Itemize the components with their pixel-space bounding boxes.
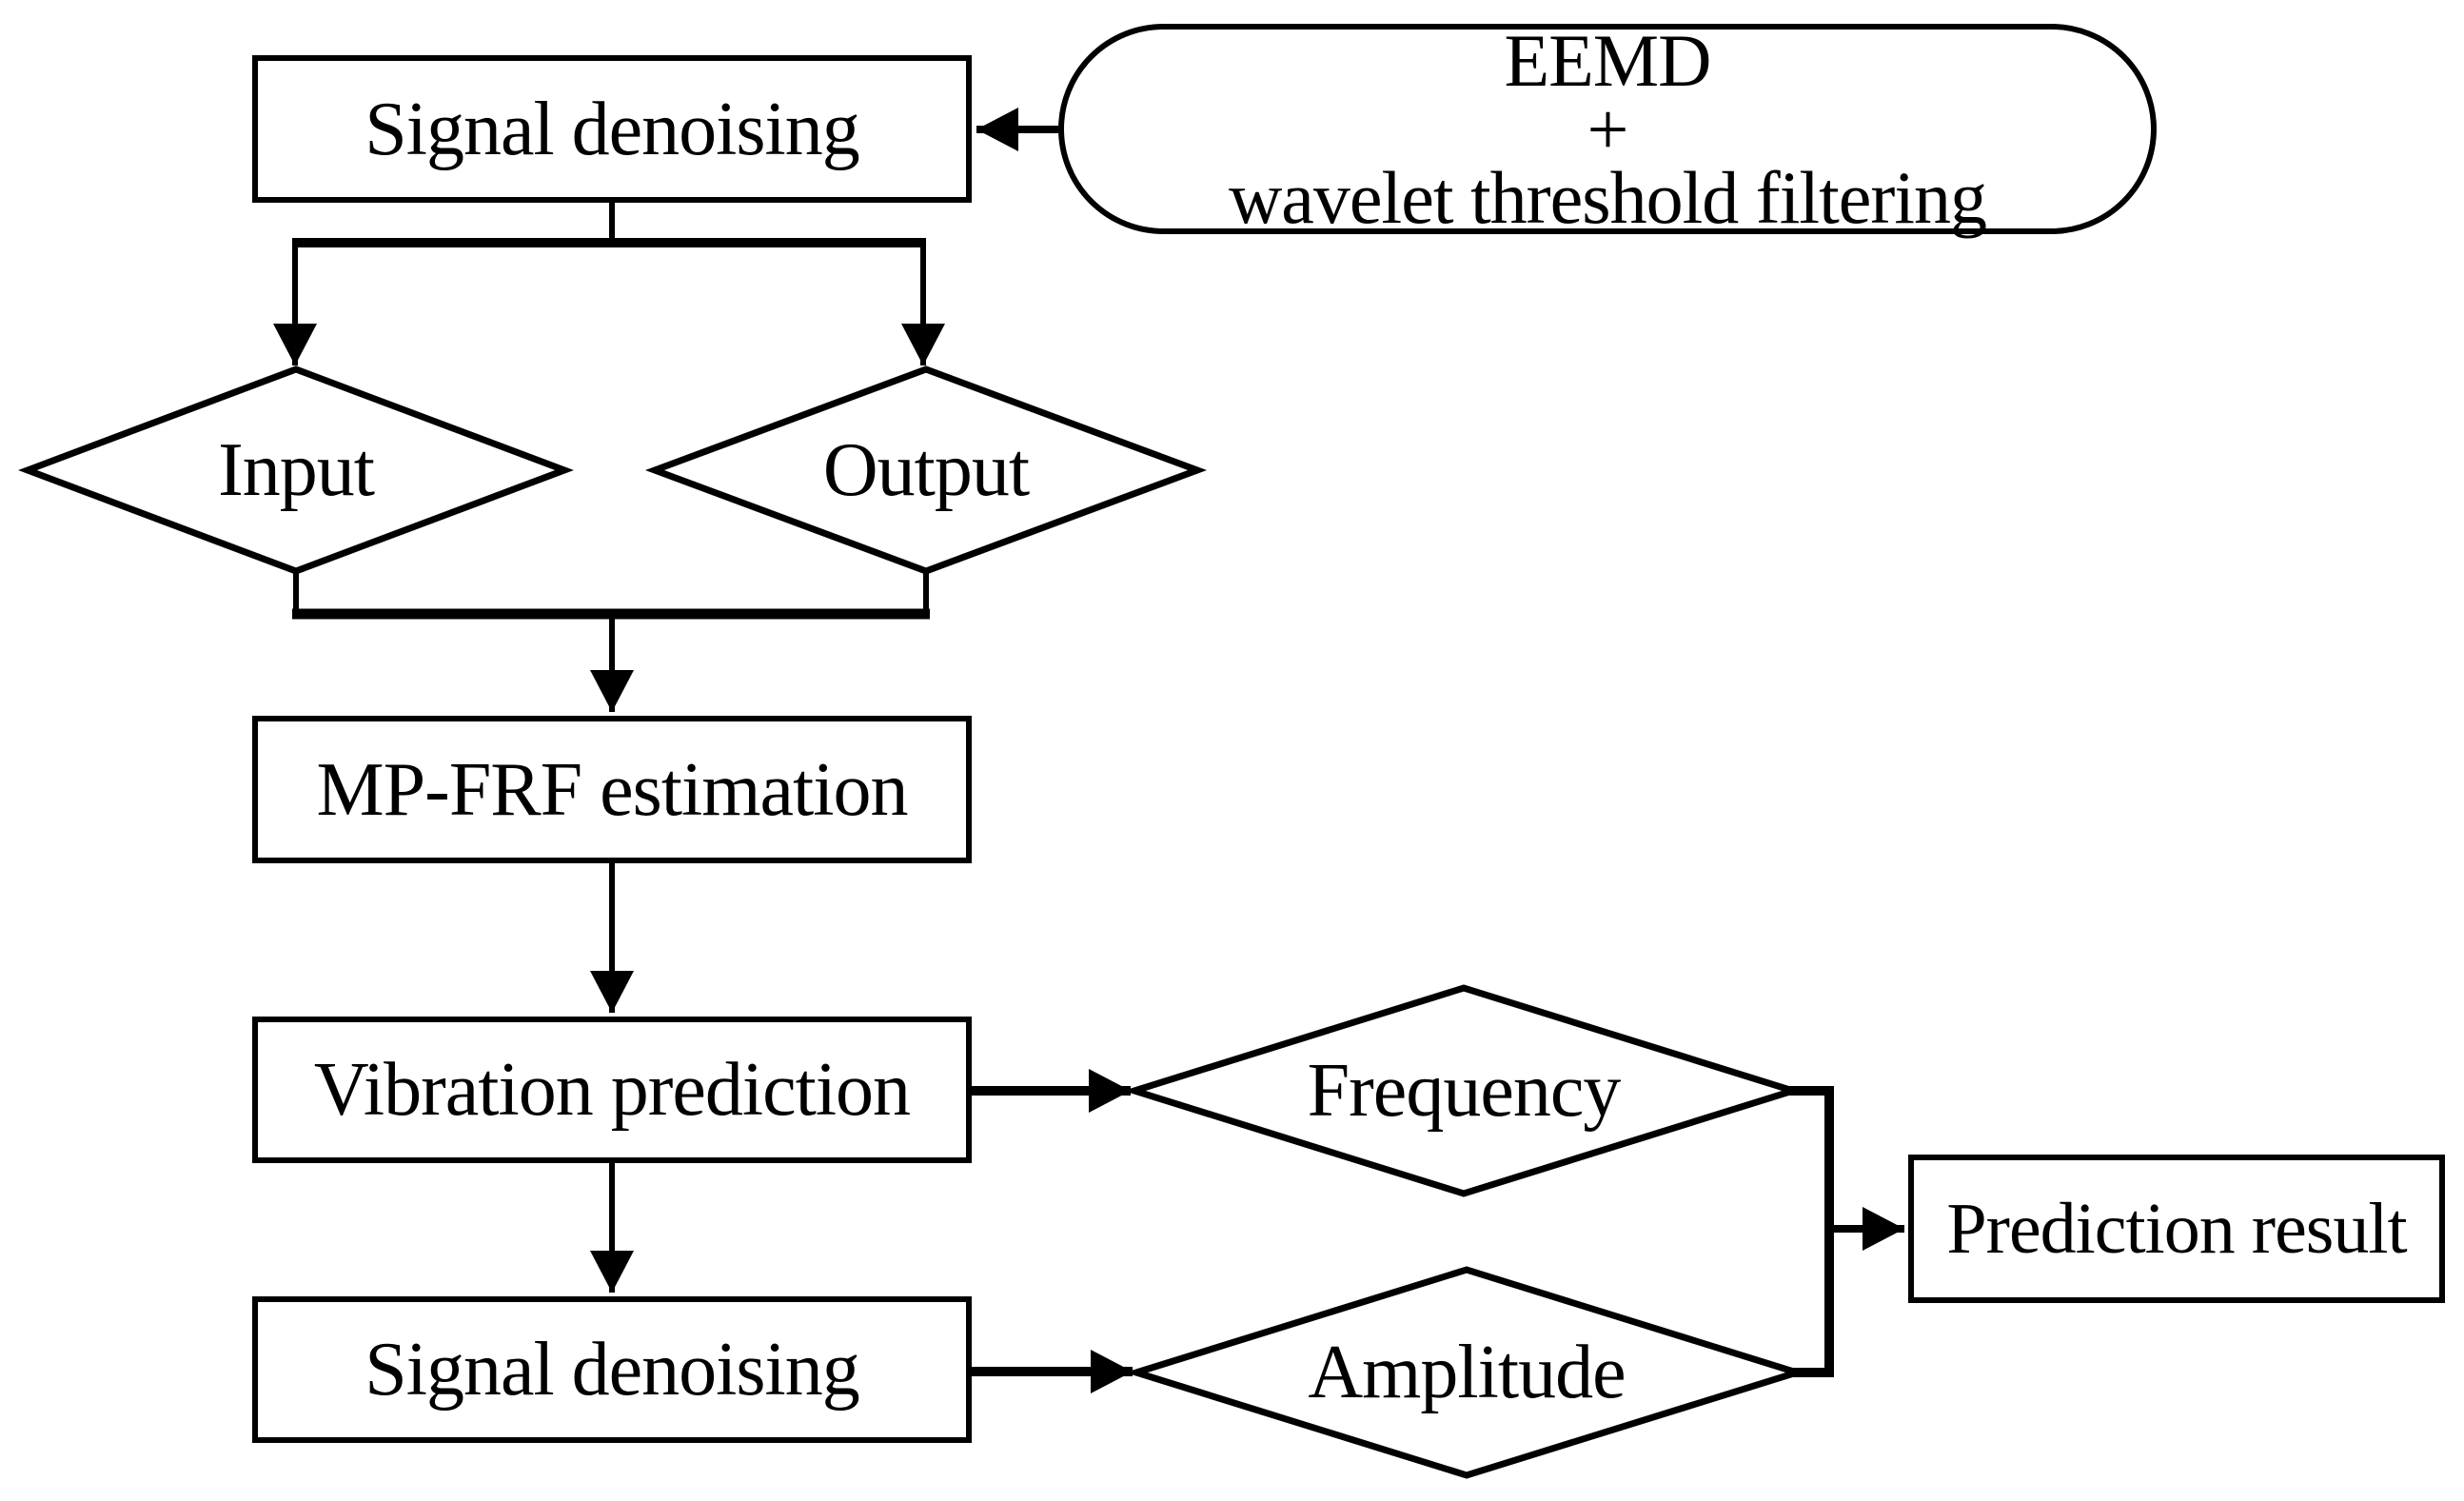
signal-denoising-top-label: Signal denoising bbox=[365, 87, 860, 171]
mp-frf-estimation-node: MP-FRF estimation bbox=[252, 716, 972, 863]
signal-denoising-top-node: Signal denoising bbox=[252, 55, 972, 203]
signal-denoising-bottom-label: Signal denoising bbox=[365, 1328, 860, 1412]
eemd-wavelet-node: EEMD + wavelet threshold filtering bbox=[1058, 18, 2157, 239]
vibration-prediction-label: Vibration prediction bbox=[313, 1048, 911, 1132]
vibration-prediction-node: Vibration prediction bbox=[252, 1017, 972, 1163]
mp-frf-estimation-label: MP-FRF estimation bbox=[316, 747, 909, 832]
amplitude-diamond bbox=[1125, 1266, 1808, 1479]
eemd-line: EEMD bbox=[1504, 18, 1712, 102]
plus-line: + bbox=[1587, 87, 1629, 170]
output-diamond bbox=[644, 365, 1208, 575]
prediction-result-node: Prediction result bbox=[1908, 1155, 2445, 1303]
signal-denoising-bottom-node: Signal denoising bbox=[252, 1296, 972, 1443]
prediction-result-label: Prediction result bbox=[1946, 1189, 2407, 1269]
wavelet-threshold-line: wavelet threshold filtering bbox=[1228, 155, 1987, 239]
input-diamond bbox=[18, 365, 574, 575]
frequency-diamond bbox=[1123, 984, 1804, 1197]
